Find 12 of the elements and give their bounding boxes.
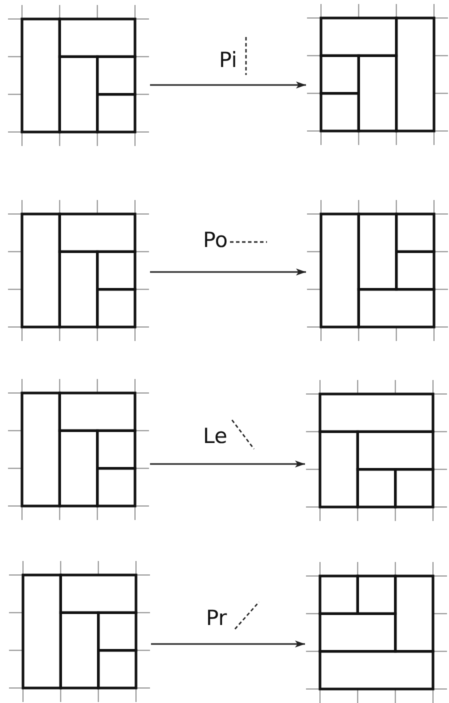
grid-tiling-drawing (9, 561, 150, 702)
grid-tiling-drawing (8, 379, 149, 520)
arrow (150, 268, 306, 276)
grid-tiling-drawing (8, 5, 149, 146)
arrow (150, 460, 305, 468)
arrow (150, 82, 306, 88)
grid-tiling-drawing (307, 4, 448, 145)
arrow (151, 640, 305, 648)
grid-tiling-drawing (306, 562, 447, 703)
grid-tiling-drawing (307, 200, 448, 341)
grid-tiling-drawing (8, 200, 149, 341)
grid-tiling-drawing (306, 380, 447, 521)
